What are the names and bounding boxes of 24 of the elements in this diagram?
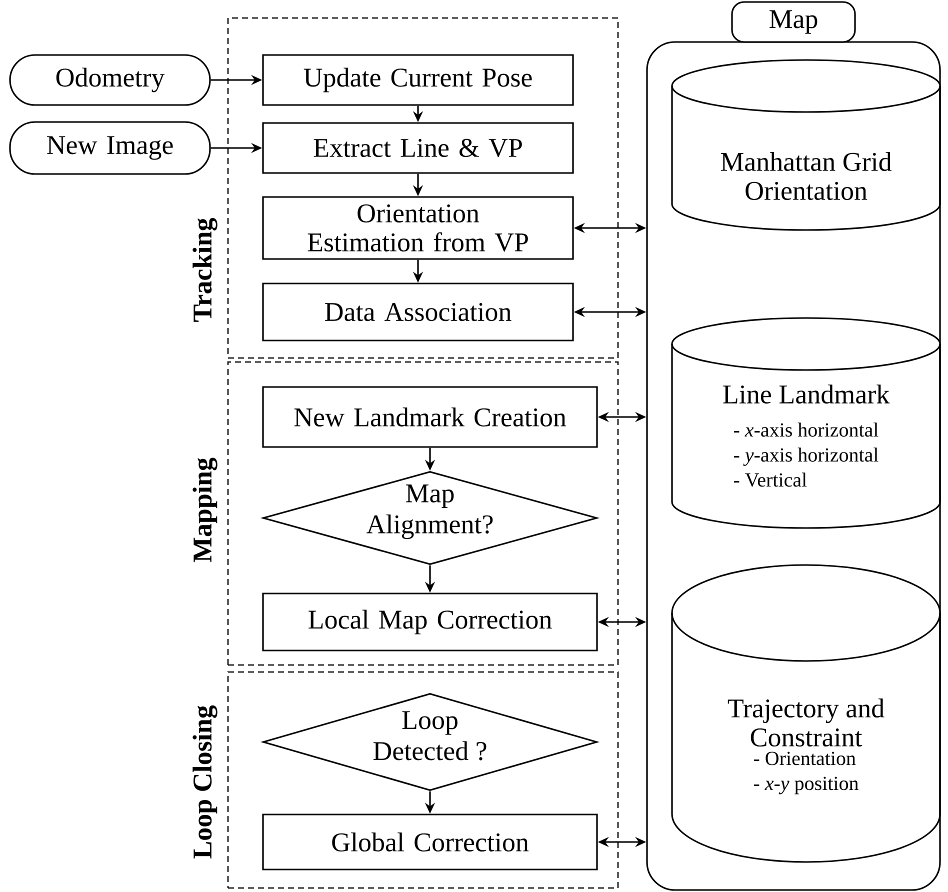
process-box: Orientation Estimation from VP bbox=[262, 196, 574, 260]
node-label: Loop Closing bbox=[192, 705, 218, 858]
node-label: Line Landmark bbox=[723, 384, 890, 404]
process-box: Extract Line & VP bbox=[262, 122, 574, 174]
process-box: Global Correction bbox=[262, 814, 598, 870]
process-box: New Landmark Creation bbox=[262, 386, 598, 448]
node-label: Mapping bbox=[192, 458, 218, 562]
node-label: Tracking bbox=[192, 218, 218, 322]
node-label: - Vertical bbox=[734, 472, 807, 487]
node-label: - y-axis horizontal bbox=[734, 448, 878, 466]
database-cylinder: Line Landmark - x-axis horizontal - y-axis horizontal - Vertical bbox=[671, 317, 941, 529]
process-box: Data Association bbox=[262, 282, 574, 342]
database-cylinder: Trajectory and Constraint - Orientation - x-y position bbox=[671, 564, 941, 863]
node-label: Trajectory and Constraint bbox=[728, 698, 884, 747]
input-pill: Odometry bbox=[9, 54, 211, 106]
process-box: Update Current Pose bbox=[262, 54, 574, 106]
node-label: Map bbox=[770, 10, 818, 34]
database-cylinder: Manhattan Grid Orientation bbox=[671, 59, 941, 231]
node-label: - x-y position bbox=[754, 776, 858, 794]
node-label: Manhattan Grid Orientation bbox=[720, 152, 892, 200]
process-box: Local Map Correction bbox=[262, 592, 598, 652]
node-label: - x-axis horizontal bbox=[734, 422, 878, 437]
node-label: - Orientation bbox=[754, 752, 856, 766]
input-pill: New Image bbox=[9, 121, 211, 175]
